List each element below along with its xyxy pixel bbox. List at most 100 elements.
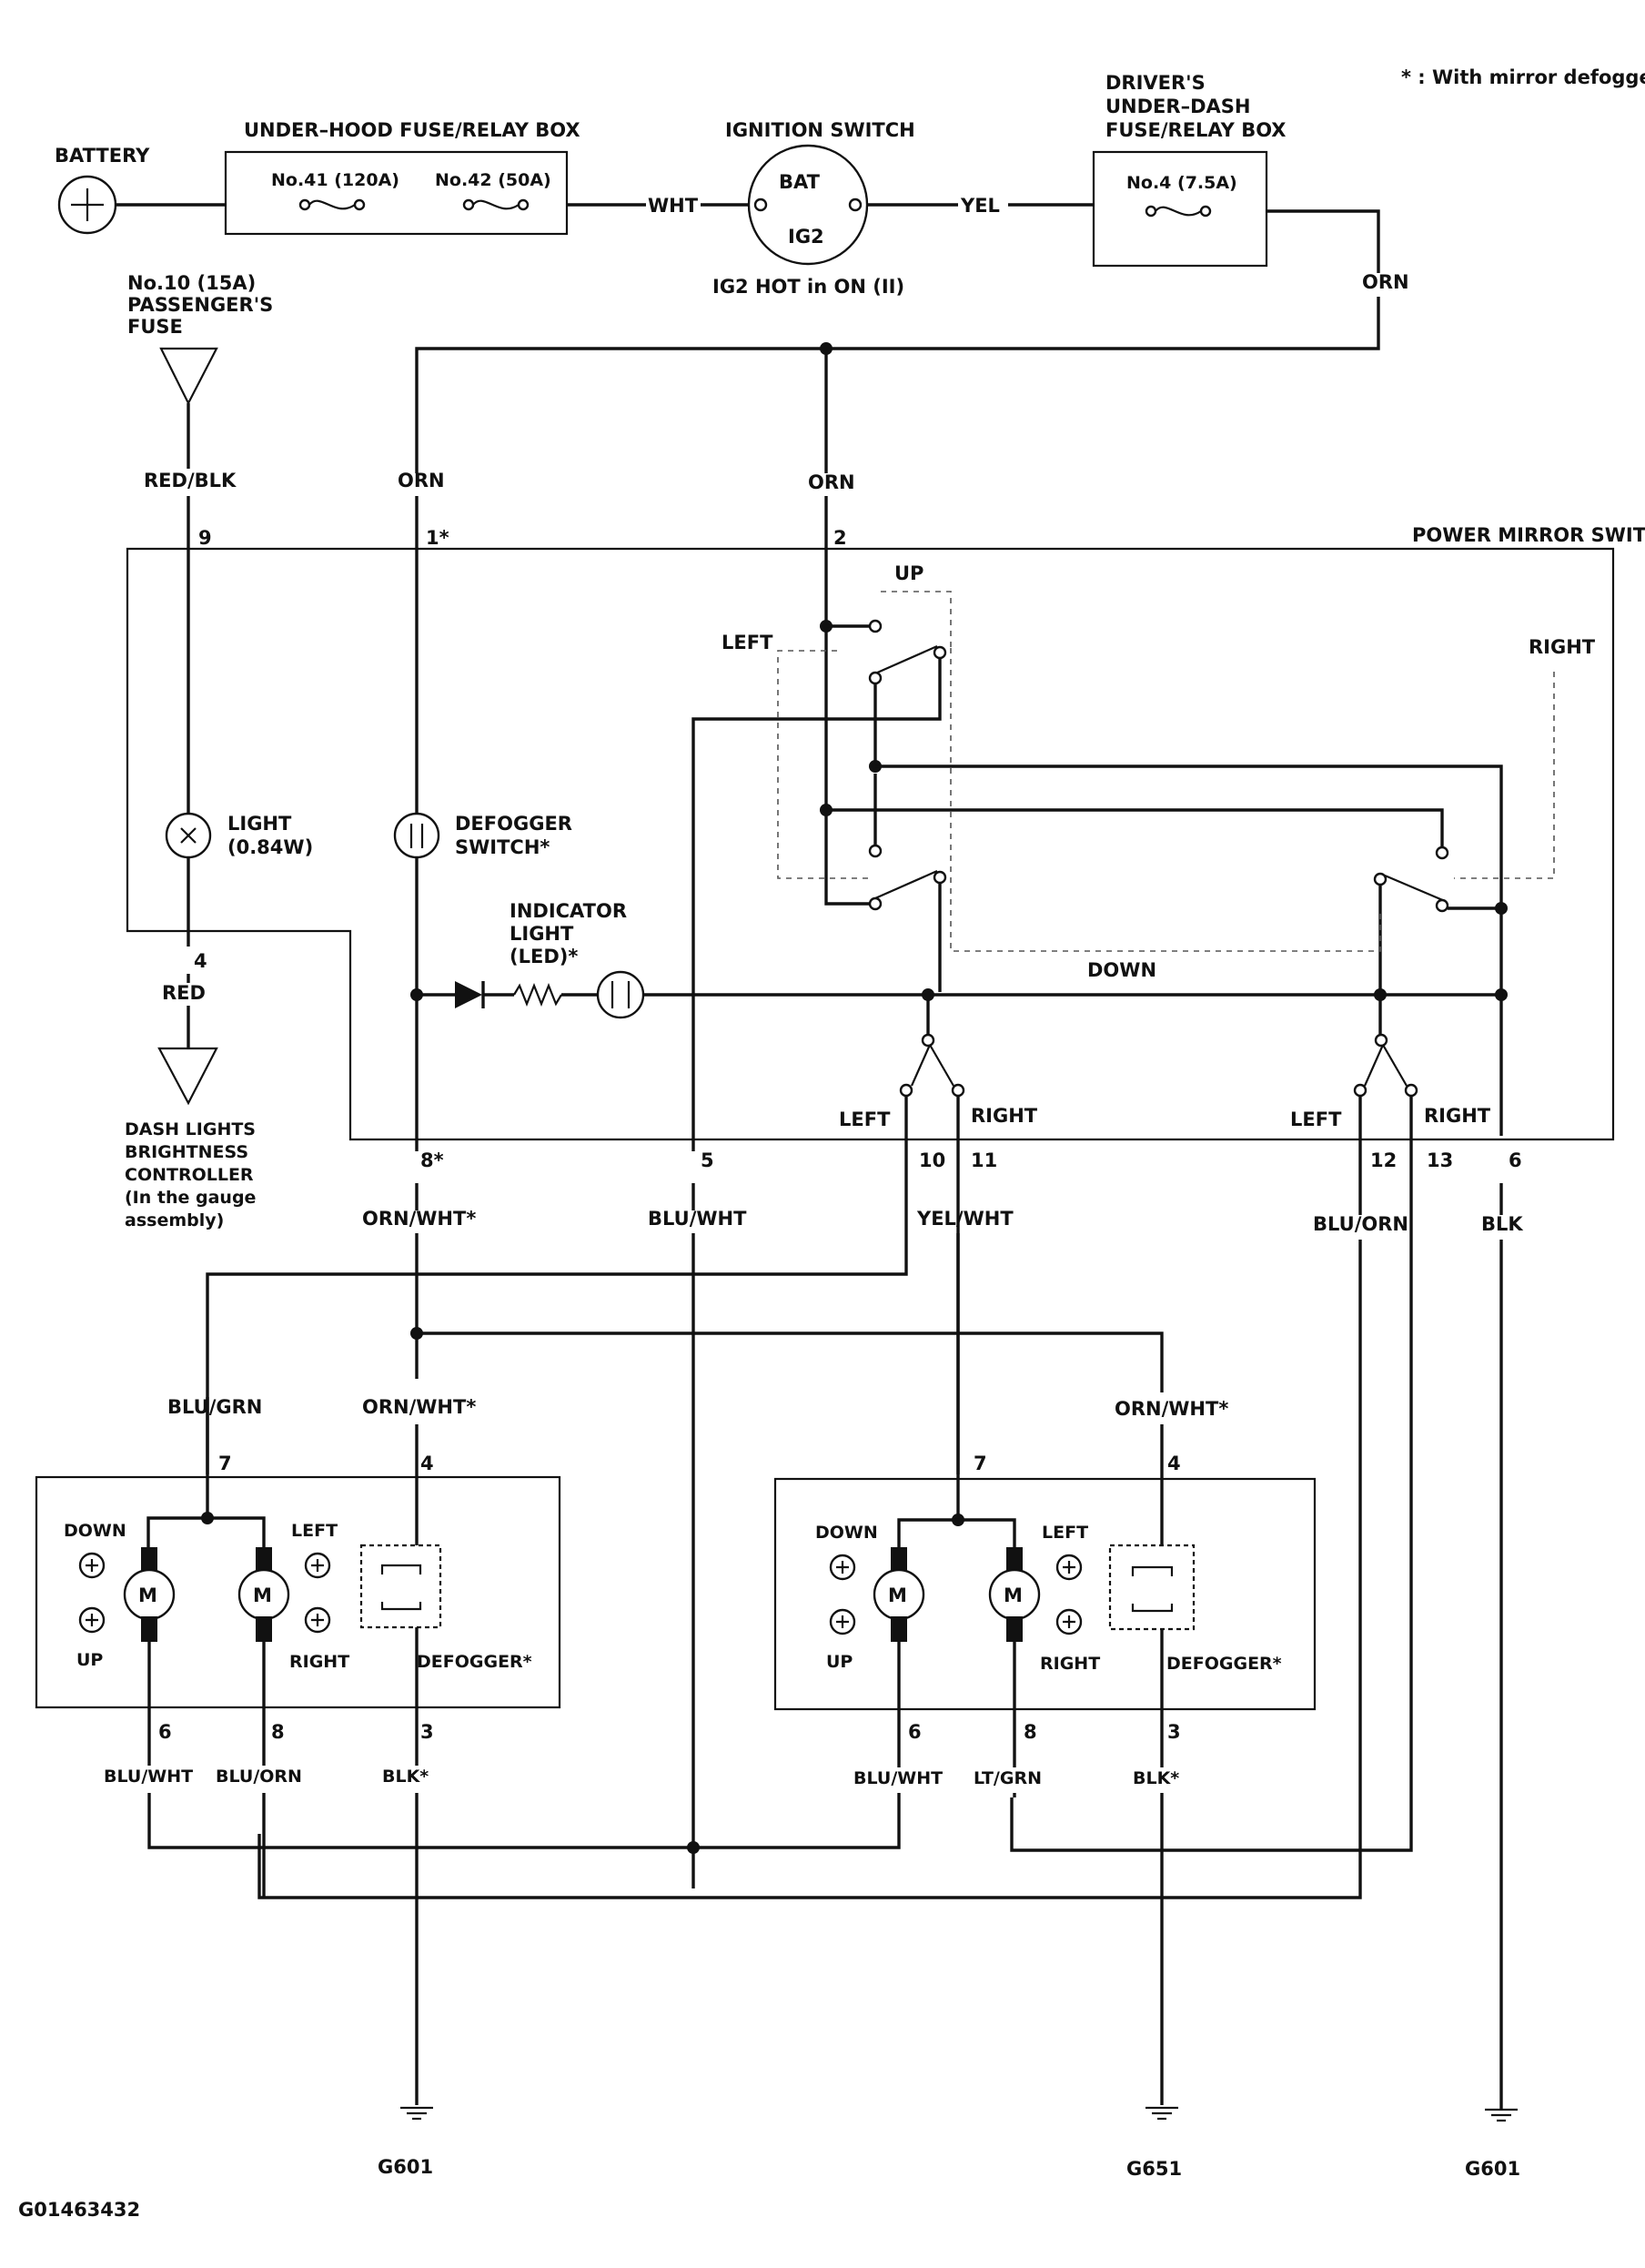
svg-text:M: M (253, 1585, 272, 1606)
power-mirror-switch-title: POWER MIRROR SWITCH (1412, 524, 1645, 546)
left-defogger-element (359, 1544, 442, 1629)
switch-left-label: LEFT (722, 632, 773, 653)
left-wire-blk: BLK* (382, 1767, 429, 1787)
svg-text:4: 4 (420, 1453, 434, 1474)
svg-text:4: 4 (1167, 1453, 1181, 1474)
dash-lights-ground-symbol (157, 1047, 218, 1106)
wire-red: RED (162, 982, 206, 1004)
indicator-line1: INDICATOR (510, 900, 627, 922)
passenger-fuse-line1: No.10 (15A) (127, 272, 256, 294)
svg-text:2: 2 (833, 527, 847, 549)
svg-text:M: M (888, 1585, 907, 1606)
left-mirror-actuator-box (35, 1475, 561, 1709)
defog-switch-line1: DEFOGGER (455, 813, 572, 835)
left-motor-1: M (123, 1547, 176, 1642)
svg-text:5: 5 (701, 1149, 714, 1171)
wire-orn-left: ORN (398, 470, 445, 491)
fuse-42-label: No.42 (50A) (435, 170, 551, 190)
ground-label-g601-right: G601 (1465, 2158, 1520, 2180)
battery-label: BATTERY (55, 145, 150, 167)
right-defogger-element (1108, 1544, 1196, 1631)
fuse-41-label: No.41 (120A) (271, 170, 399, 190)
defogger-switch-symbol (393, 812, 440, 859)
power-mirror-switch-box (126, 547, 1615, 1141)
left-up-label: UP (76, 1650, 103, 1670)
left-left-label: LEFT (291, 1521, 338, 1541)
indicator-led-symbol (596, 970, 645, 1019)
svg-text:11: 11 (971, 1149, 997, 1171)
left-right-label: RIGHT (289, 1652, 349, 1672)
left-wire-blu-orn: BLU/ORN (216, 1767, 302, 1787)
ground-label-g651: G651 (1126, 2158, 1182, 2180)
wire-orn-wht-3: ORN/WHT* (1115, 1398, 1228, 1420)
svg-text:3: 3 (1167, 1721, 1181, 1743)
wire-wht: WHT (648, 195, 699, 217)
indicator-line2: LIGHT (510, 923, 574, 945)
indicator-diode (455, 981, 482, 1008)
svg-text:13: 13 (1427, 1149, 1453, 1171)
svg-text:12: 12 (1370, 1149, 1397, 1171)
right-wire-blk: BLK* (1133, 1768, 1179, 1788)
indicator-resistor (513, 983, 562, 1007)
right-left-label: LEFT (1042, 1523, 1088, 1543)
svg-text:8: 8 (1024, 1721, 1037, 1743)
ig2-hot-label: IG2 HOT in ON (II) (712, 276, 904, 298)
wire-orn-driver: ORN (1362, 271, 1409, 293)
wire-orn-center: ORN (808, 471, 855, 493)
light-label-line2: (0.84W) (227, 836, 313, 858)
wire-blu-orn-1: BLU/ORN (1313, 1213, 1408, 1235)
driver-box-line2: UNDER–DASH (1105, 96, 1250, 117)
driver-box-line1: DRIVER'S (1105, 72, 1206, 94)
svg-text:7: 7 (974, 1453, 987, 1474)
fuse-4-symbol (1145, 205, 1212, 218)
svg-text:M: M (1004, 1585, 1023, 1606)
right-up-label: UP (826, 1652, 853, 1672)
wire-orn-wht-2: ORN/WHT* (362, 1396, 476, 1418)
passenger-fuse-line2: PASSENGER'S (127, 294, 273, 316)
figure-id: G01463432 (18, 2199, 140, 2221)
battery-symbol (57, 175, 117, 235)
dash-line5: assembly) (125, 1210, 224, 1230)
left-down-label: DOWN (64, 1521, 126, 1541)
ground-g601-left (400, 2106, 433, 2121)
right-wire-lt-grn: LT/GRN (974, 1768, 1042, 1788)
right-motor-2: M (988, 1547, 1041, 1642)
passenger-fuse-symbol (159, 347, 218, 406)
wire-orn-wht-1: ORN/WHT* (362, 1208, 476, 1230)
wire-blk-main: BLK (1481, 1213, 1523, 1235)
svg-text:1*: 1* (426, 527, 449, 549)
defog-switch-line2: SWITCH* (455, 836, 550, 858)
left-motor-2: M (237, 1547, 290, 1642)
dash-line1: DASH LIGHTS (125, 1119, 256, 1139)
fuse-41-symbol (298, 198, 366, 211)
right-defogger-label: DEFOGGER* (1166, 1654, 1282, 1674)
ignition-switch-title: IGNITION SWITCH (725, 119, 915, 141)
svg-text:10: 10 (919, 1149, 945, 1171)
svg-text:6: 6 (1509, 1149, 1522, 1171)
ignition-bat-terminal: BAT (779, 171, 821, 193)
svg-text:3: 3 (420, 1721, 434, 1743)
right-motor-1: M (873, 1547, 925, 1642)
driver-fuse-box (1092, 150, 1268, 268)
defogger-note: * : With mirror defogger (1401, 66, 1645, 88)
svg-text:M: M (138, 1585, 157, 1606)
fuse-4-label: No.4 (7.5A) (1126, 173, 1237, 193)
left-wire-blu-wht: BLU/WHT (104, 1767, 193, 1787)
svg-text:4: 4 (194, 950, 207, 972)
dash-line2: BRIGHTNESS (125, 1142, 248, 1162)
svg-text:9: 9 (198, 527, 212, 549)
selector2-right-label: RIGHT (1424, 1105, 1491, 1127)
switch-right-label: RIGHT (1529, 636, 1596, 658)
right-wire-blu-wht: BLU/WHT (853, 1768, 943, 1788)
light-label-line1: LIGHT (227, 813, 292, 835)
svg-text:8*: 8* (420, 1149, 444, 1171)
passenger-fuse-line3: FUSE (127, 316, 183, 338)
svg-text:6: 6 (158, 1721, 172, 1743)
switch-up-label: UP (894, 562, 923, 584)
wire-blu-wht-1: BLU/WHT (648, 1208, 747, 1230)
ground-g601-right (1485, 2108, 1518, 2122)
wire-blu-grn: BLU/GRN (167, 1396, 262, 1418)
dash-line4: (In the gauge (125, 1188, 256, 1208)
ignition-ig2-terminal: IG2 (788, 226, 824, 248)
